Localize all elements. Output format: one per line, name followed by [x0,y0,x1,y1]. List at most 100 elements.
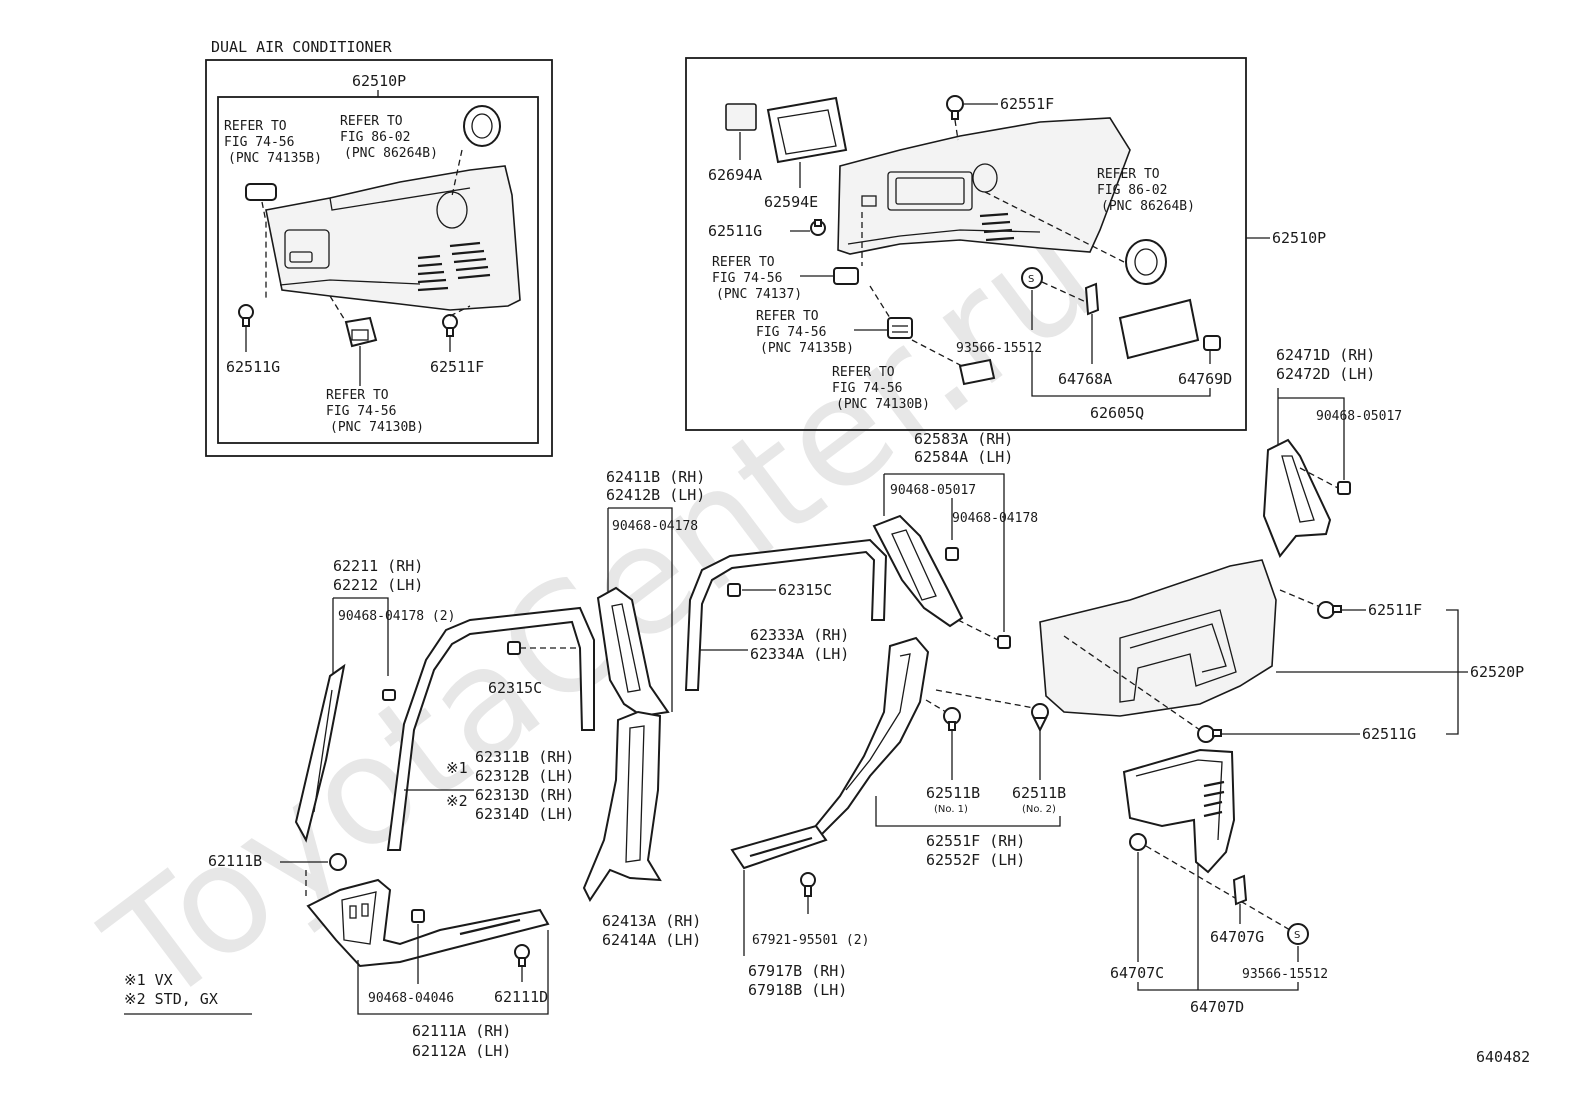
b-pillar-upper-label-rh: 62411B (RH) [606,468,705,486]
label-93566-top: 93566-15512 [956,341,1042,356]
inset-clip-g-icon [238,304,254,327]
dash-speaker [984,191,1125,263]
label-62605q: 62605Q [1090,404,1144,422]
clip-62511b-2-icon [1031,703,1049,733]
clip-62511b-2-sub: (No. 2) [1022,804,1056,815]
c-pillar-label-lh: 62584A (LH) [914,448,1013,466]
d-pillar-clip-label: 90468-05017 [1316,409,1402,424]
wheel-trim-icon [812,636,930,840]
door-opening-label-3: 62313D (RH) [475,786,574,804]
legend-line-1: ※1 VX [124,971,173,989]
rear-panel-label: 62520P [1470,663,1524,681]
ref-d-line1: REFER TO [832,365,895,380]
tray-assy-label: 64707D [1190,998,1244,1016]
c-pillar-dash [957,619,999,641]
bracket-64768a-icon [1084,282,1100,316]
rear-clip-g-label: 62511G [1362,725,1416,743]
c-pillar-group: 62583A (RH) 62584A (LH) 90468-05017 9046… [872,430,1038,649]
door-opening-label-2: 62312B (LH) [475,767,574,785]
b-pillar-group: 62411B (RH) 62412B (LH) 90468-04178 6241… [582,468,705,949]
inset-clip-f-icon [442,314,458,337]
b-pillar-lower-label-lh: 62414A (LH) [602,931,701,949]
inset-ref2-line3: (PNC 86264B) [344,146,438,161]
step-leader [743,870,809,956]
d-pillar-leader [1277,388,1345,480]
rear-panel-dash-g [1063,635,1201,731]
inset-clip-g-label: 62511G [226,358,280,376]
rear-panel-dash-f [1279,589,1319,607]
inset-speaker-grille-icon [463,105,501,147]
inset-ref1-line2: FIG 74-56 [224,135,294,150]
b-pillar-upper-label-lh: 62412B (LH) [606,486,705,504]
hook-74137-icon [833,267,859,285]
inset-ref2-line1: REFER TO [340,114,403,129]
d-pillar-group: 62471D (RH) 62472D (LH) 90468-05017 [1262,346,1402,558]
inset-vent-duct-icon [344,316,378,348]
rear-panel-group: 62511F 62511G 62520P [1039,559,1524,743]
kick-clip-label: 90468-04046 [368,991,454,1006]
dash-93566 [1041,281,1087,303]
tray-bracket-label: 64707G [1210,928,1264,946]
label-64769d: 64769D [1178,370,1232,388]
front-door-weatherstrip [386,606,595,851]
tray-icon [1122,748,1236,874]
inset-heading: DUAL AIR CONDITIONER [211,38,393,56]
inset-ref3-line1: REFER TO [326,388,389,403]
label-62694a: 62694A [708,166,762,184]
kick-bolt-b-icon [514,944,530,967]
kick-bolt-a-label: 62111B [208,852,262,870]
dash-ref-c [869,285,891,319]
inset-hook-icon [245,183,277,201]
quarter-box-frame [685,57,1247,431]
c-pillar-icon [872,514,964,628]
ref-a-line3: (PNC 86264B) [1101,199,1195,214]
label-62511g-top: 62511G [708,222,762,240]
inset-ref1-line1: REFER TO [224,119,287,134]
wheel-trim-label-rh: 62551F (RH) [926,832,1025,850]
kick-panel-bracket [357,930,549,1015]
svg-text:S: S [1028,274,1034,285]
duct-74130b-icon [958,358,996,386]
inset-speaker-vent [417,241,491,292]
door-opening-label-4: 62314D (LH) [475,805,574,823]
svg-text:S: S [1294,930,1300,941]
a-pillar-trim-icon [294,663,346,843]
b-pillar-upper-leader [607,507,673,712]
ref-c-line2: FIG 74-56 [756,325,826,340]
ref-a-line1: REFER TO [1097,167,1160,182]
inset-ref2-line2: FIG 86-02 [340,130,410,145]
b-pillar-clip-label: 90468-04178 [612,519,698,534]
clip-62511g-top-icon [810,219,826,236]
wheel-trim-dash [925,689,1035,713]
screw-93566-icon: S [1021,267,1043,289]
tray-clip-icon [1129,833,1147,851]
rear-clip-f-label: 62511F [1368,601,1422,619]
diagram-number: 640482 [1476,1048,1530,1066]
clip-62511b-1-icon [943,707,961,731]
label-62510p-top: 62510P [1272,229,1326,247]
clip-62511b-1-sub: (No. 1) [934,804,968,815]
clip-62315c-b-icon [727,583,741,597]
lid-62605q-icon [1118,298,1200,360]
quarter-panel-drawing [837,117,1131,255]
mark-2: ※2 [446,792,468,810]
kick-bolt-a-icon [329,853,347,871]
tray-screw-label: 93566-15512 [1242,967,1328,982]
wheel-trim-label-lh: 62552F (LH) [926,851,1025,869]
a-pillar-group: 62211 (RH) 62212 (LH) 90468-04178 (2) [294,557,455,843]
mark-1: ※1 [446,759,468,777]
hook-74135b-icon [887,317,913,339]
inset-ref3-line3: (PNC 74130B) [330,420,424,435]
kick-panel-label-lh: 62112A (LH) [412,1042,511,1060]
block-62694a-icon [725,103,757,131]
rear-door-label-rh: 62333A (RH) [750,626,849,644]
tray-bracket-line [1137,864,1299,991]
d-pillar-label-lh: 62472D (LH) [1276,365,1375,383]
kick-bolt-b-label: 62111D [494,988,548,1006]
d-pillar-label-rh: 62471D (RH) [1276,346,1375,364]
ref-b-line3: (PNC 74137) [716,287,802,302]
c-pillar-leader [883,473,1005,632]
rear-clip-f-icon [1317,601,1342,619]
a-pillar-clip-icon [382,689,396,701]
